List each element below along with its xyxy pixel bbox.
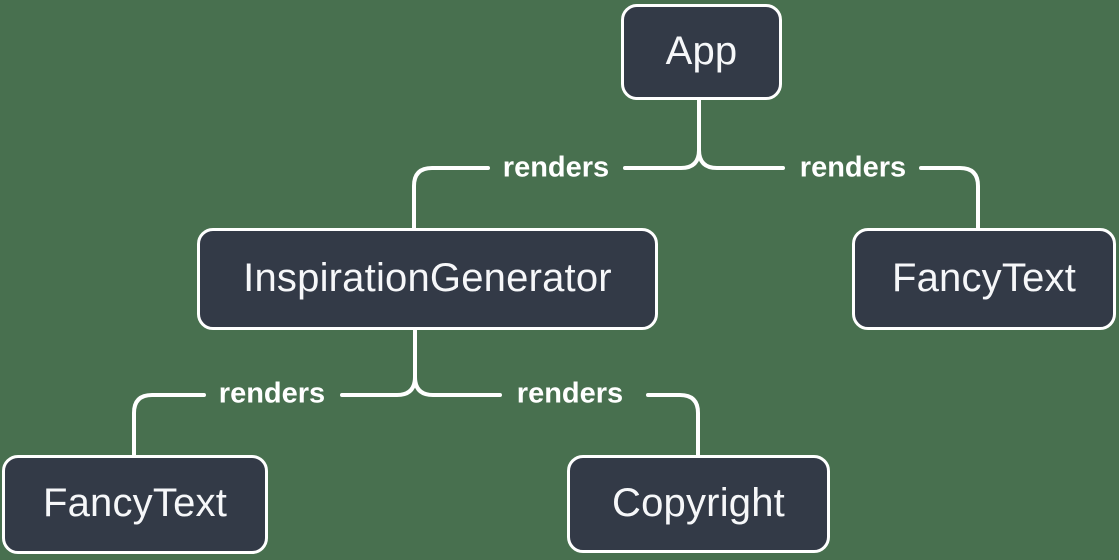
node-fancy-text-right: FancyText bbox=[852, 228, 1116, 330]
edge-label-renders-inspirationgenerator-fancytext: renders bbox=[218, 377, 326, 410]
node-inspiration-generator-label: InspirationGenerator bbox=[243, 255, 612, 300]
node-copyright: Copyright bbox=[567, 455, 830, 553]
node-app-label: App bbox=[665, 28, 738, 73]
edge-inspirationgenerator-copyright-outer bbox=[646, 393, 700, 458]
edge-label-renders-app-fancytext: renders bbox=[799, 151, 907, 184]
edge-inspirationgenerator-fancytext-outer bbox=[132, 393, 206, 458]
edge-label-renders-app-inspirationgenerator: renders bbox=[502, 151, 610, 184]
edge-inspirationgenerator-fancytext-inner bbox=[340, 329, 417, 397]
edge-label-renders-inspirationgenerator-copyright: renders bbox=[516, 377, 624, 410]
node-fancy-text-left: FancyText bbox=[2, 455, 268, 554]
node-fancy-text-left-label: FancyText bbox=[42, 481, 228, 525]
edge-app-fancytext-inner bbox=[697, 98, 785, 170]
node-copyright-label: Copyright bbox=[612, 480, 785, 525]
edge-app-fancytext-outer bbox=[919, 166, 980, 231]
node-inspiration-generator: InspirationGenerator bbox=[197, 228, 658, 330]
edge-app-inspirationgenerator-outer bbox=[412, 166, 490, 231]
node-fancy-text-right-label: FancyText bbox=[891, 255, 1077, 300]
edge-inspirationgenerator-copyright-inner bbox=[413, 329, 502, 397]
edge-app-inspirationgenerator-inner bbox=[623, 98, 701, 170]
node-app: App bbox=[621, 4, 782, 100]
